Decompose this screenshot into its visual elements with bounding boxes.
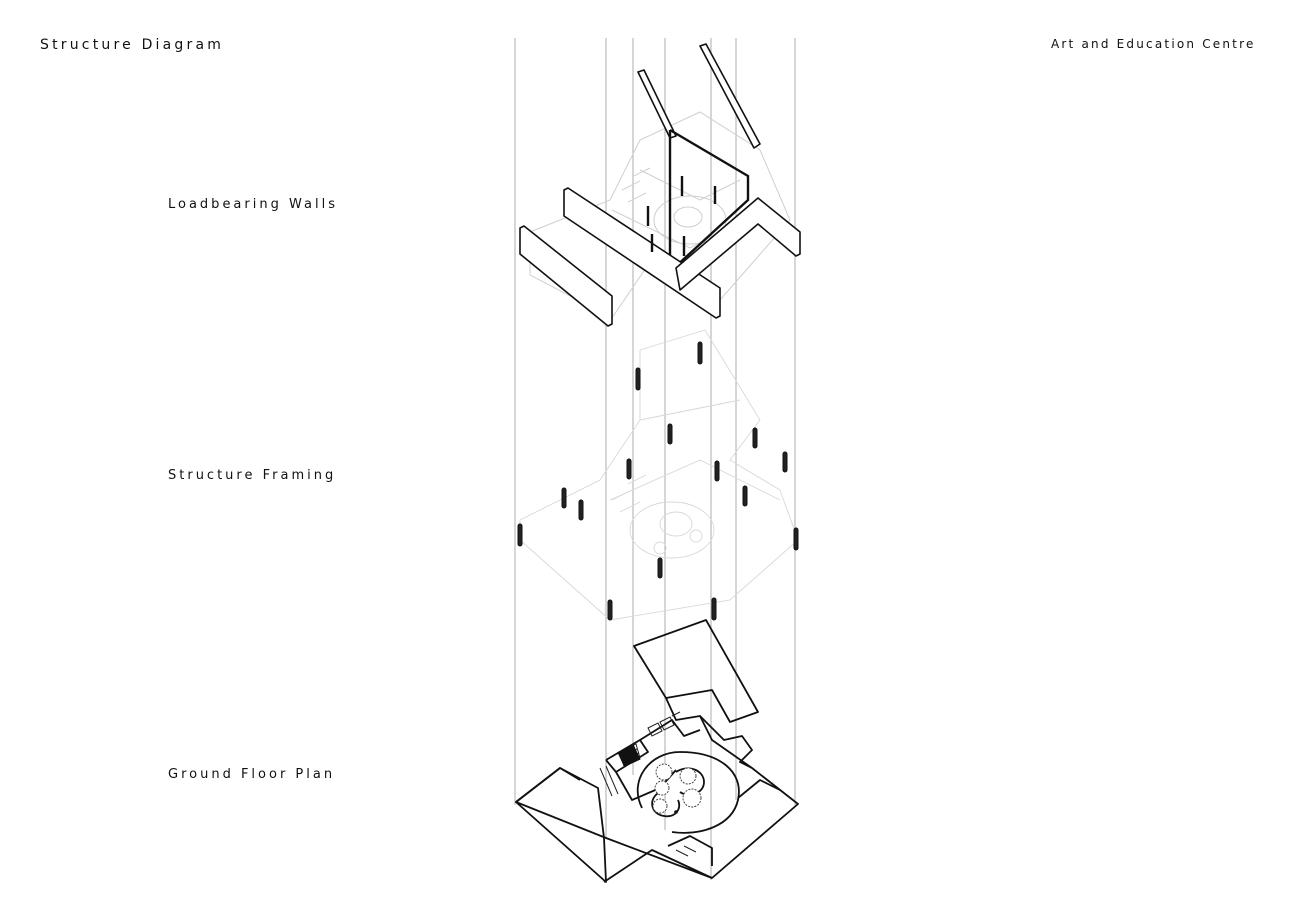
layer-loadbearing-walls <box>519 43 801 327</box>
layer-ground-floor-plan <box>515 619 799 883</box>
wall-north-left <box>637 69 677 139</box>
north-wing <box>633 619 759 723</box>
west-wing <box>515 767 607 883</box>
diagram-title: Structure Diagram <box>40 37 225 53</box>
wall-piers <box>646 176 717 256</box>
layer-structure-framing <box>517 329 799 621</box>
wall-north-right <box>699 43 761 149</box>
ghost-plan-outline <box>519 329 799 621</box>
layer-label-ground-floor-plan: Ground Floor Plan <box>168 767 336 782</box>
central-gallery <box>636 751 740 834</box>
layer-label-structure-framing: Structure Framing <box>168 468 337 483</box>
structural-columns <box>517 341 799 621</box>
stair <box>617 743 642 768</box>
projection-guide-lines <box>514 38 796 880</box>
wall-east <box>675 197 801 291</box>
project-name: Art and Education Centre <box>1051 37 1256 51</box>
wall-west-lower <box>519 225 613 327</box>
layer-label-loadbearing-walls: Loadbearing Walls <box>168 197 338 212</box>
